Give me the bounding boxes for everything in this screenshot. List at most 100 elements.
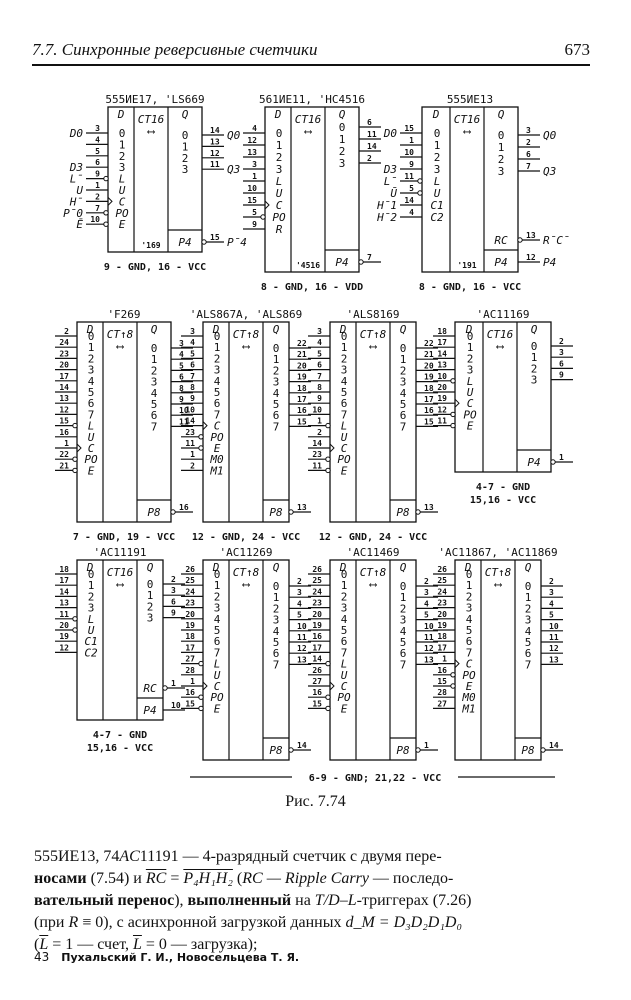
pin-label: 6 — [88, 397, 95, 410]
pin-number: 5 — [179, 361, 184, 370]
pin-number: 5 — [252, 208, 257, 217]
pin-number: 3 — [424, 588, 429, 597]
pin-label: P4 — [178, 236, 191, 249]
pin-number: 12 — [424, 644, 434, 653]
pin-number: 9 — [179, 395, 184, 404]
pin-label: C — [341, 680, 348, 693]
pin-number: 11 — [297, 633, 307, 642]
signal-name: D0 — [383, 127, 398, 140]
pin-label: L — [434, 175, 441, 188]
power-pins-note: 4-7 - GND — [93, 730, 147, 741]
pin-label: 5 — [341, 386, 348, 399]
pin-label: PO — [210, 431, 224, 444]
pin-number: 1 — [190, 450, 195, 459]
pin-number: 10 — [90, 215, 100, 224]
pin-number: 2 — [526, 138, 531, 147]
signal-name: Q3 — [543, 165, 556, 178]
pin-number: 13 — [526, 231, 536, 240]
pin-label: P8 — [396, 506, 410, 519]
pin-label: 7 — [341, 646, 348, 659]
authors: Пухальский Г. И., Новосельцева Т. Я. — [61, 951, 300, 964]
pin-number: 22 — [424, 339, 434, 348]
pin-number: 18 — [437, 632, 447, 641]
pin-number: 11 — [404, 172, 414, 181]
function-label: CT↑8 — [233, 566, 260, 579]
pin-number: 3 — [190, 327, 195, 336]
pin-label: 6 — [341, 635, 348, 648]
pin-number: 18 — [185, 632, 195, 641]
pin-label: 6 — [214, 635, 221, 648]
pin-number: 28 — [185, 666, 195, 675]
pin-label: 4 — [400, 625, 407, 638]
power-pins-note: 9 - GND, 16 - VCC — [104, 262, 206, 273]
pin-number: 11 — [179, 417, 189, 426]
pin-number: 27 — [312, 677, 322, 686]
pin-number: 6 — [317, 361, 322, 370]
pin-label: 3 — [276, 163, 283, 176]
pin-number: 6 — [171, 597, 176, 606]
pin-number: 26 — [437, 565, 447, 574]
pin-label: 1 — [434, 139, 441, 152]
pin-label: 6 — [273, 409, 280, 422]
signal-name: D3 — [69, 161, 83, 174]
pin-number: 4 — [409, 208, 414, 217]
pin-number: 21 — [297, 350, 307, 359]
pin-number: 17 — [312, 643, 322, 652]
pin-label: 5 — [214, 624, 221, 637]
pin-label: 2 — [434, 151, 441, 164]
pin-number: 2 — [549, 577, 554, 586]
pin-number: 4 — [549, 599, 554, 608]
pin-label: 6 — [214, 397, 221, 410]
pin-label: 4 — [341, 613, 348, 626]
pin-label: 0 — [273, 580, 280, 593]
text: ), — [174, 892, 188, 909]
pin-number: 10 — [424, 622, 434, 631]
pin-number: 22 — [297, 339, 307, 348]
inversion-bubble-icon — [198, 445, 204, 451]
text: = — [166, 870, 184, 887]
inversion-bubble-icon — [198, 694, 204, 700]
bidirectional-arrow-icon: ⟷ — [116, 578, 125, 591]
pin-number: 5 — [297, 611, 302, 620]
pin-number: 2 — [95, 192, 100, 201]
power-pins-note: 7 - GND, 19 - VCC — [73, 532, 175, 543]
pin-number: 4 — [95, 135, 100, 144]
inversion-bubble-icon — [198, 705, 204, 712]
shared-power-note: 6-9 - GND; 21,22 - VCC — [309, 773, 441, 784]
pin-number: 19 — [297, 373, 307, 382]
pin-label: 3 — [466, 602, 473, 615]
pin-number: 1 — [190, 677, 195, 686]
bidirectional-arrow-icon: ⟷ — [147, 125, 156, 138]
pin-number: 11 — [59, 610, 69, 619]
pin-number: 13 — [210, 137, 220, 146]
pin-label: E — [214, 442, 221, 455]
pin-label: L — [341, 658, 348, 671]
pin-label: 0 — [341, 330, 348, 343]
pin-label: E — [466, 680, 473, 693]
pin-number: 19 — [312, 621, 322, 630]
pin-label: 5 — [88, 386, 95, 399]
body-line-1: 555ИЕ13, 74AC11191 — 4-разрядный счетчик… — [34, 846, 594, 868]
pin-number: 23 — [312, 599, 322, 608]
pin-label: 2 — [119, 150, 126, 163]
inversion-bubble-icon — [260, 214, 266, 220]
pin-label: 1 — [273, 591, 280, 604]
pin-number: 10 — [247, 184, 257, 193]
column-header-q: Q — [400, 561, 407, 574]
pin-number: 22 — [59, 450, 69, 459]
pin-number: 3 — [297, 588, 302, 597]
pin-number: 1 — [171, 679, 176, 688]
pin-label: 1 — [276, 139, 283, 152]
pin-label: 2 — [531, 362, 538, 375]
inversion-bubble-icon — [417, 178, 423, 184]
column-header-d: D — [274, 108, 282, 121]
inversion-bubble-icon — [288, 747, 294, 753]
pin-number: 14 — [367, 142, 377, 151]
function-label: CT16 — [295, 113, 322, 126]
pin-label: 4 — [400, 387, 407, 400]
pin-number: 14 — [312, 439, 322, 448]
pin-number: 24 — [59, 338, 69, 347]
pin-number: 17 — [185, 643, 195, 652]
pin-number: 13 — [424, 655, 434, 664]
